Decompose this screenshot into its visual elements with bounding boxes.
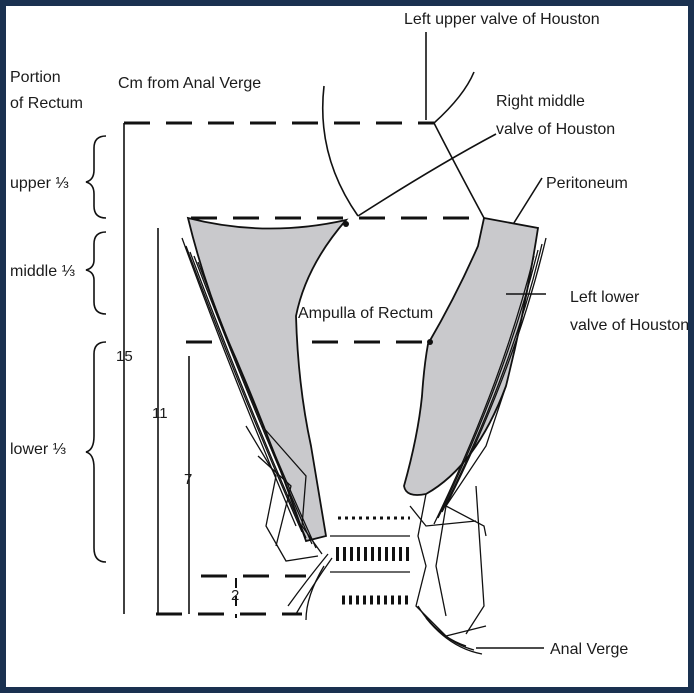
peritoneum-leader xyxy=(512,178,542,226)
peritoneum-label: Peritoneum xyxy=(546,175,628,192)
lower-third-label: lower ⅓ xyxy=(10,441,66,458)
upper-valve-pointer xyxy=(434,72,474,123)
portion-label-line2: of Rectum xyxy=(10,95,83,112)
upper-third-brace xyxy=(86,136,106,218)
right-middle-valve-label-line1: Right middle xyxy=(496,93,585,110)
right-middle-valve-label-line2: valve of Houston xyxy=(496,121,615,138)
upper-fold-curve-right xyxy=(434,123,484,218)
middle-third-brace xyxy=(86,232,106,314)
ampulla-label: Ampulla of Rectum xyxy=(298,305,433,322)
lower-third-brace xyxy=(86,342,106,562)
middle-third-label: middle ⅓ xyxy=(10,263,75,280)
anal-canal-columns xyxy=(330,518,410,600)
portion-label-line1: Portion xyxy=(10,69,61,86)
left-lower-valve-label-line2: valve of Houston xyxy=(570,317,688,334)
cm-from-anal-verge-label: Cm from Anal Verge xyxy=(118,75,261,92)
rectum-anatomy-diagram: Portion of Rectum Cm from Anal Verge upp… xyxy=(6,6,688,687)
cm-7-label: 7 xyxy=(184,471,192,488)
left-lower-valve-label-line1: Left lower xyxy=(570,289,640,306)
left-upper-valve-label: Left upper valve of Houston xyxy=(404,11,600,28)
upper-fold-curve-left xyxy=(323,86,358,216)
left-rectal-wall xyxy=(188,218,346,541)
middle-valve-point xyxy=(343,221,349,227)
middle-valve-leader xyxy=(358,134,496,216)
upper-third-label: upper ⅓ xyxy=(10,175,69,192)
cm-11-label: 11 xyxy=(152,405,168,422)
lower-valve-point xyxy=(427,339,433,345)
cm-15-label: 15 xyxy=(116,348,133,365)
cm-2-label: 2 xyxy=(231,587,239,604)
diagram-canvas: Portion of Rectum Cm from Anal Verge upp… xyxy=(6,6,688,687)
anal-verge-label: Anal Verge xyxy=(550,641,628,658)
